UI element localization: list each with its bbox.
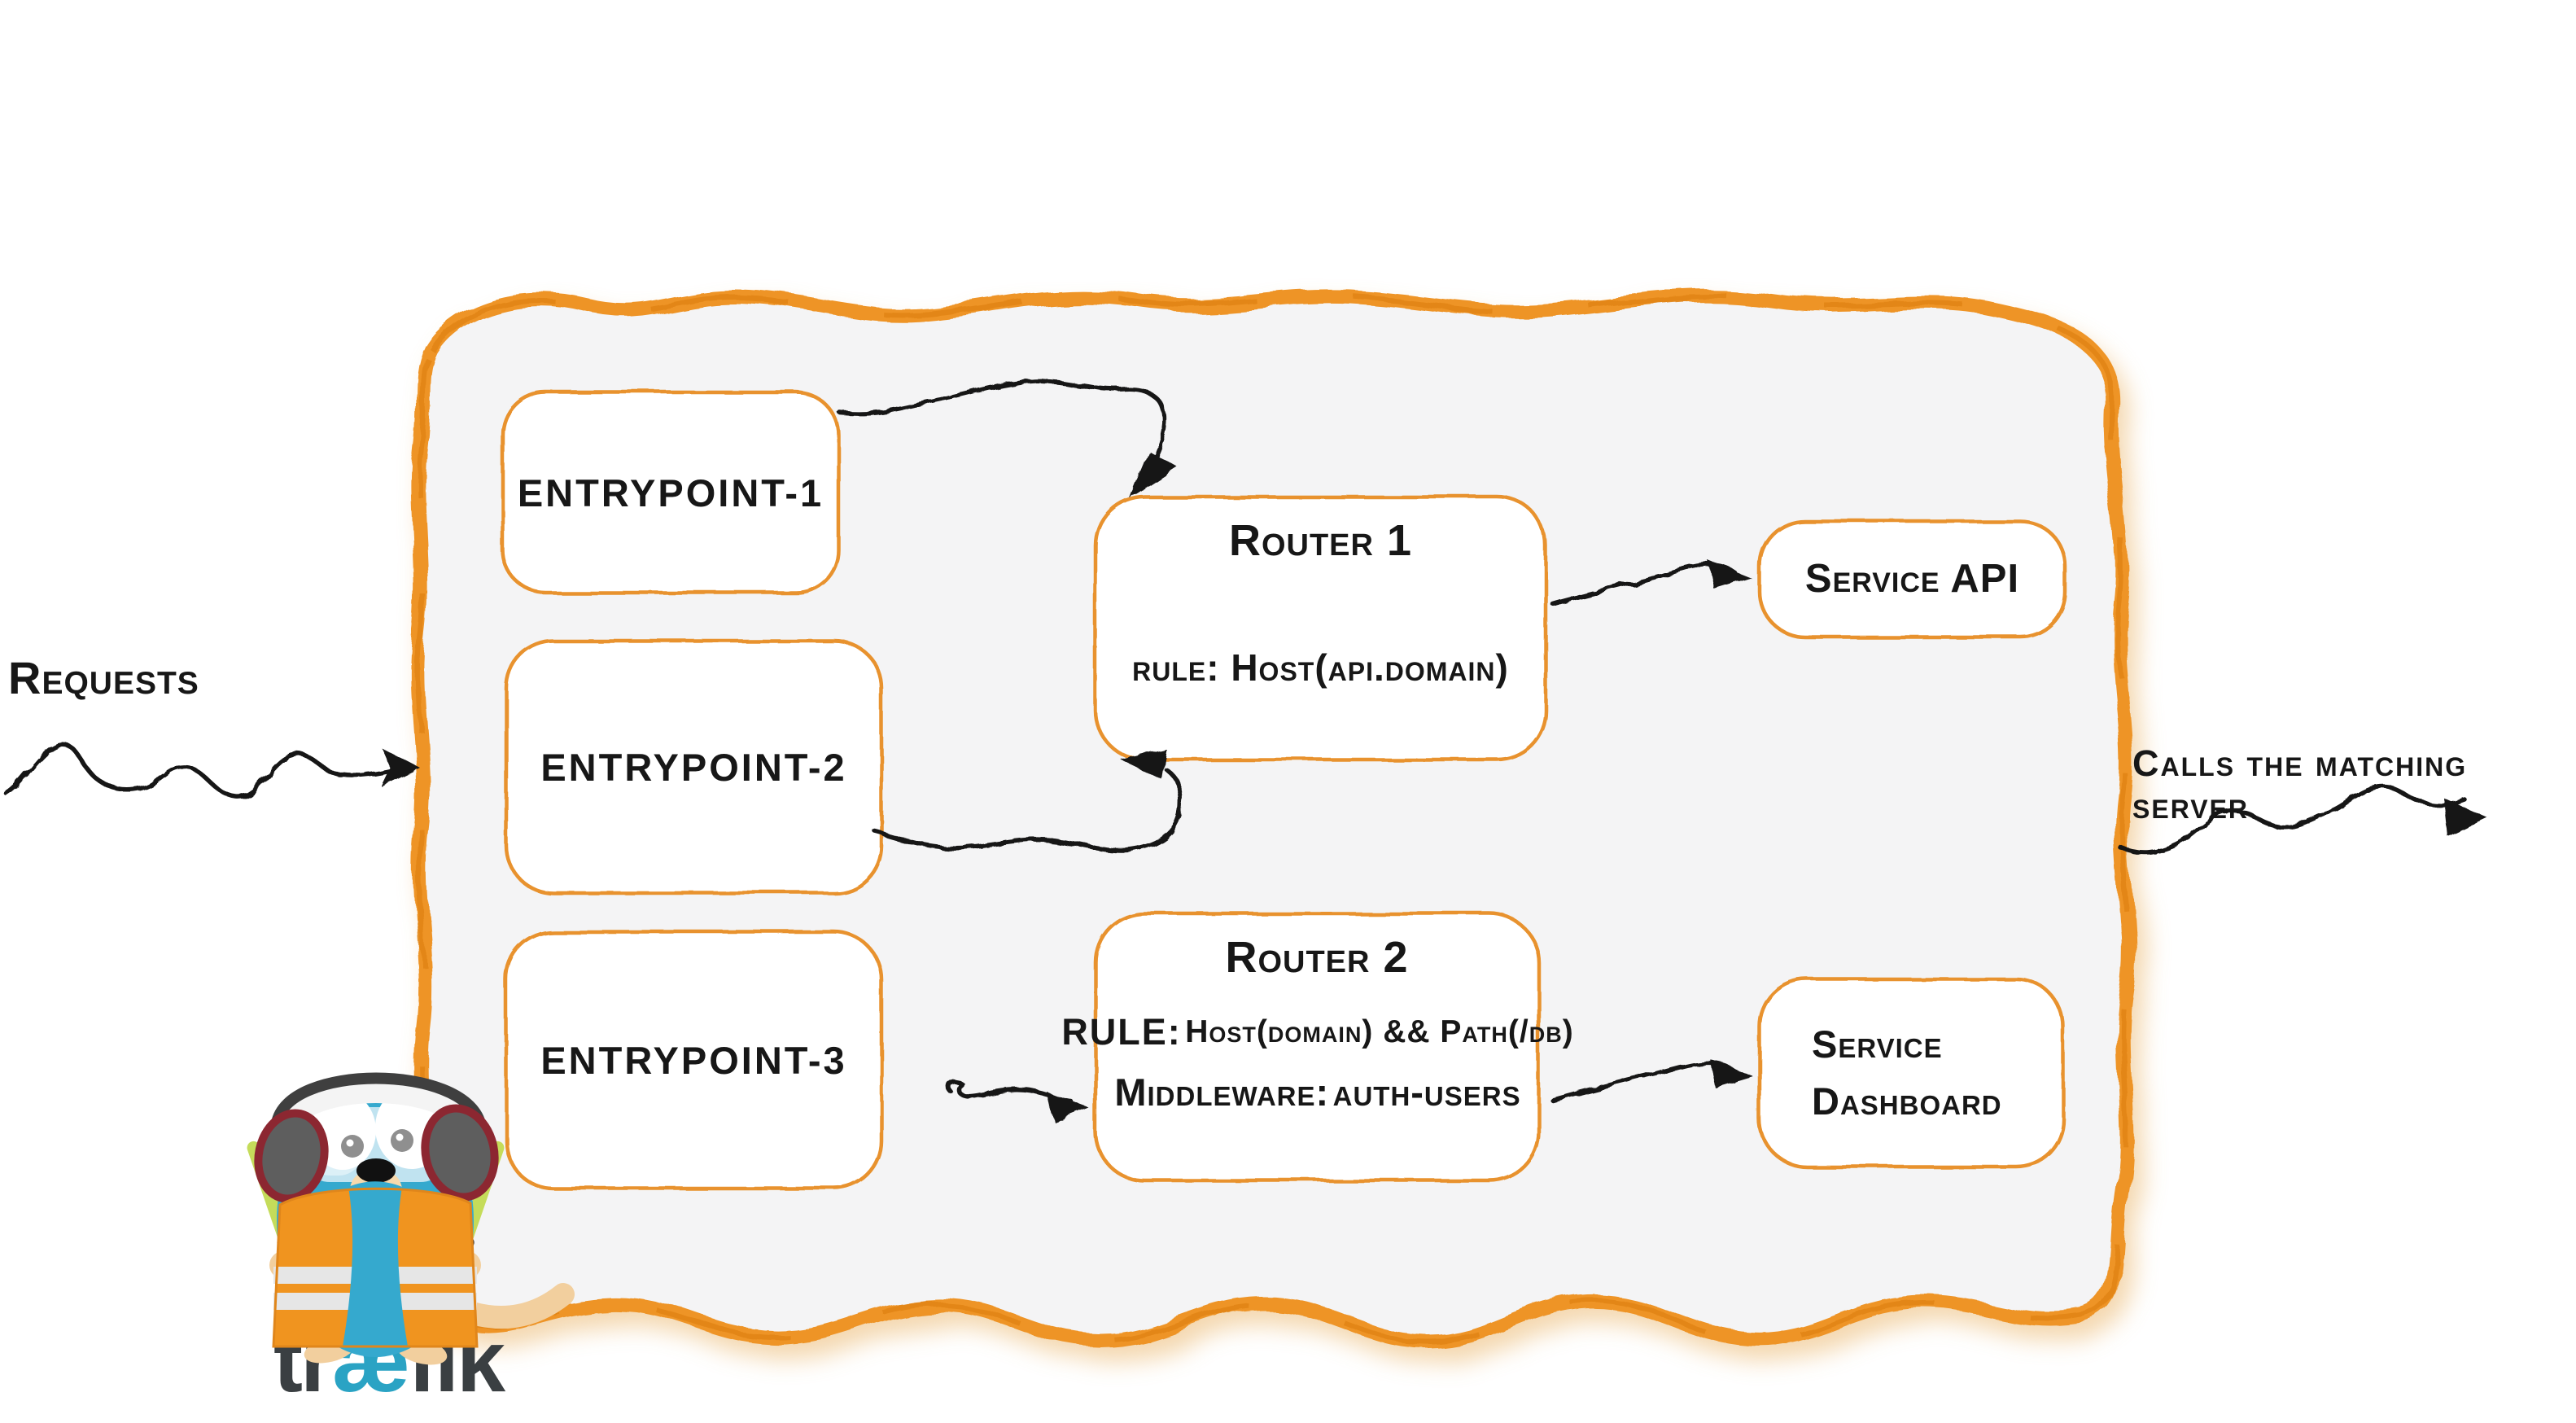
calls-label: Calls the matching server — [2132, 742, 2468, 826]
ep3-to-router2-arrowhead — [1047, 1092, 1088, 1121]
pupil-glint-left — [346, 1139, 354, 1147]
router-1-title: Router 1 — [1228, 516, 1413, 565]
requests-arrow — [4, 742, 405, 799]
ep2-to-router1-arrowhead — [1122, 750, 1167, 780]
router1-to-serviceapi-arrow — [1550, 563, 1737, 606]
service-dashboard-label: Service Dashboard — [1760, 979, 2063, 1167]
headphone-earcup-right — [421, 1104, 499, 1202]
entrypoint-1-label: ENTRYPOINT-1 — [517, 471, 824, 514]
router-1-rule: rule: Host(api.domain) — [1132, 646, 1509, 689]
ep2-to-router1-arrow — [873, 768, 1183, 853]
requests-label: Requests — [8, 652, 199, 703]
gopher-nose — [356, 1158, 396, 1183]
ep1-to-router1-arrowhead — [1130, 451, 1178, 498]
ep3-to-router2-arrow — [946, 1079, 1074, 1104]
router-1-box — [1093, 494, 1548, 762]
router-2-rule-value: Host(domain) && Path(/db) — [1185, 1014, 1574, 1049]
gopher-vest — [272, 1181, 479, 1348]
service-dashboard-box — [1757, 977, 2066, 1169]
router2-to-dashboard-arrow — [1550, 1061, 1739, 1103]
traefik-gopher-logo — [247, 1072, 575, 1365]
service-dashboard-line2: Dashboard — [1812, 1079, 2002, 1123]
router-2-middleware-value: auth-users — [1332, 1070, 1521, 1114]
gopher-pupil-left — [341, 1135, 364, 1158]
entrypoint-2-label: ENTRYPOINT-2 — [540, 745, 847, 789]
headphone-earcup-left — [254, 1109, 329, 1203]
requests-arrowhead — [381, 747, 420, 786]
entrypoint-2-box — [504, 638, 884, 895]
router2-to-dashboard-arrowhead — [1710, 1059, 1754, 1088]
entrypoint-3-box — [504, 930, 884, 1191]
gopher-pupil-right — [391, 1129, 413, 1152]
router-2-box — [1093, 911, 1541, 1183]
calls-arrowhead — [2443, 798, 2487, 836]
pupil-glint-right — [396, 1133, 404, 1141]
service-api-label: Service API — [1804, 557, 2020, 601]
router-2-middleware: Middleware: auth-users — [1100, 1063, 1535, 1120]
entrypoint-1-box — [501, 390, 841, 595]
service-dashboard-line1: Service — [1812, 1022, 1943, 1066]
entrypoint-3-label: ENTRYPOINT-3 — [540, 1039, 847, 1082]
ep1-to-router1-arrow — [838, 379, 1168, 479]
router-2-rule-label: RULE: — [1061, 1011, 1182, 1053]
router-2-middleware-label: Middleware: — [1114, 1070, 1330, 1114]
calls-arrow — [2117, 784, 2467, 855]
router-2-title: Router 2 — [1225, 933, 1409, 982]
headphone-band — [271, 1072, 486, 1129]
service-api-box — [1757, 519, 2067, 639]
router1-to-serviceapi-arrowhead — [1708, 561, 1752, 589]
router-2-rule: RULE: Host(domain) && Path(/db) — [1061, 1009, 1572, 1055]
gopher-tail — [461, 1283, 575, 1329]
